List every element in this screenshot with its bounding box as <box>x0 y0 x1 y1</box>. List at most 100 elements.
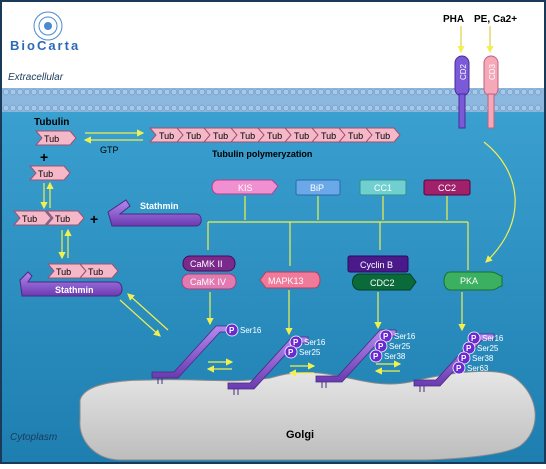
phosphate-p: P <box>466 344 472 353</box>
plus-sign-2: + <box>90 211 98 227</box>
cyclin-b-node: Cyclin B <box>347 255 409 273</box>
camk2-node: CaMK II <box>182 255 236 272</box>
svg-text:Tub: Tub <box>22 214 37 224</box>
cd3-label: CD3 <box>488 63 497 80</box>
stathmin-complex-label: Stathmin <box>55 285 94 295</box>
phosphate-p: P <box>471 334 477 343</box>
polymer-tub-label: Tub <box>240 131 255 141</box>
phosphate-p: P <box>229 326 235 335</box>
phosphate-icon <box>379 329 393 343</box>
tubulin-monomer-2: Tub <box>28 165 71 181</box>
cd2-receptor: CD2 <box>454 55 470 129</box>
phosphate-p: P <box>373 352 379 361</box>
polymer-tub-label: Tub <box>267 131 282 141</box>
camk4-node: CaMK IV <box>181 273 237 290</box>
cc1-node: CC1 <box>359 179 407 196</box>
svg-text:Tub: Tub <box>55 214 70 224</box>
phosphate-icon <box>467 331 481 345</box>
phosphate-p: P <box>293 338 299 347</box>
svg-text:PKA: PKA <box>460 276 478 286</box>
extracellular-label: Extracellular <box>8 72 64 83</box>
kinase-to-stathmin-arrows <box>206 290 466 336</box>
serine-site-label: Ser16 <box>304 338 326 347</box>
phosphate-p: P <box>383 332 389 341</box>
tubulin-monomer: Tub <box>34 130 77 146</box>
serine-site-label: Ser25 <box>477 344 499 353</box>
serine-site-label: Ser16 <box>240 326 262 335</box>
polymer-tub-label: Tub <box>186 131 201 141</box>
svg-text:KIS: KIS <box>238 183 253 193</box>
golgi-apparatus <box>79 370 536 461</box>
svg-text:CaMK II: CaMK II <box>190 259 223 269</box>
phosphate-icon <box>462 341 476 355</box>
stathmin-label: Stathmin <box>140 201 179 211</box>
mapk13-node: MAPK13 <box>259 271 321 289</box>
phosphate-p: P <box>378 342 384 351</box>
stathmin-free: Stathmin <box>107 199 202 227</box>
stathmin-p-ser16: P Ser16 <box>151 323 262 384</box>
phosphate-icon <box>284 345 298 359</box>
complex-dissociation-arrows <box>119 293 169 337</box>
svg-text:CaMK IV: CaMK IV <box>190 277 226 287</box>
tubulin-label: Tubulin <box>34 117 69 128</box>
svg-text:BiP: BiP <box>310 183 324 193</box>
phosphate-icon <box>374 339 388 353</box>
polymer-tub-label: Tub <box>375 131 390 141</box>
cd2-label: CD2 <box>459 63 468 80</box>
regulator-connector-lines <box>207 196 469 270</box>
svg-text:Tub: Tub <box>38 169 53 179</box>
golgi-label: Golgi <box>286 429 314 441</box>
serine-site-label: Ser38 <box>384 352 406 361</box>
svg-text:Tub: Tub <box>44 134 59 144</box>
phosphorylation-equilibrium-arrows <box>206 358 402 377</box>
cell-membrane <box>2 88 544 112</box>
gtp-label: GTP <box>100 145 119 155</box>
phosphate-icon <box>225 323 239 337</box>
phosphate-p: P <box>461 354 467 363</box>
polymer-tub-label: Tub <box>213 131 228 141</box>
tubulin-polymer: Tub Tub Tub Tub Tub Tub Tub Tub Tub <box>148 127 401 143</box>
serine-site-label: Ser38 <box>472 354 494 363</box>
cd3-receptor: CD3 <box>483 55 499 129</box>
phosphate-p: P <box>456 364 462 373</box>
cd2-to-pka-arrow <box>483 141 516 263</box>
svg-text:CC2: CC2 <box>438 183 456 193</box>
kis-node: KIS <box>211 179 279 195</box>
stathmin-tubulin-complex: Tub Tub Stathmin <box>19 263 123 297</box>
svg-text:MAPK13: MAPK13 <box>268 276 304 286</box>
cdc2-node: CDC2 <box>352 273 417 291</box>
phosphate-icon <box>369 349 383 363</box>
polymer-tub-label: Tub <box>348 131 363 141</box>
serine-site-label: Ser25 <box>299 348 321 357</box>
polymer-tubulin-unit: Tub <box>364 127 401 143</box>
serine-site-label: Ser16 <box>394 332 416 341</box>
logo-text: BioCarta <box>10 38 80 53</box>
serine-site-label: Ser63 <box>467 364 489 373</box>
svg-text:CC1: CC1 <box>374 183 392 193</box>
polymer-tub-label: Tub <box>159 131 174 141</box>
tubulin-polymerization-label: Tubulin polymeryzation <box>212 149 312 159</box>
phosphate-icon <box>457 351 471 365</box>
biocarta-logo: BioCarta <box>10 11 80 53</box>
phosphate-icon <box>289 335 303 349</box>
svg-text:Tub: Tub <box>56 267 71 277</box>
pe-ca-label: PE, Ca2+ <box>474 14 517 25</box>
phosphate-icon <box>452 361 466 375</box>
serine-site-label: Ser25 <box>389 342 411 351</box>
receptor-labels: PHA PE, Ca2+ <box>443 14 517 54</box>
phosphate-p: P <box>288 348 294 357</box>
svg-text:Cyclin B: Cyclin B <box>360 260 393 270</box>
bip-node: BiP <box>295 179 341 196</box>
plus-sign-1: + <box>40 149 48 165</box>
polymer-tub-label: Tub <box>294 131 309 141</box>
left-equilibrium-arrows <box>40 181 72 260</box>
pha-label: PHA <box>443 14 464 25</box>
tubulin-dimer: Tub Tub <box>12 210 85 226</box>
polymer-tub-label: Tub <box>321 131 336 141</box>
